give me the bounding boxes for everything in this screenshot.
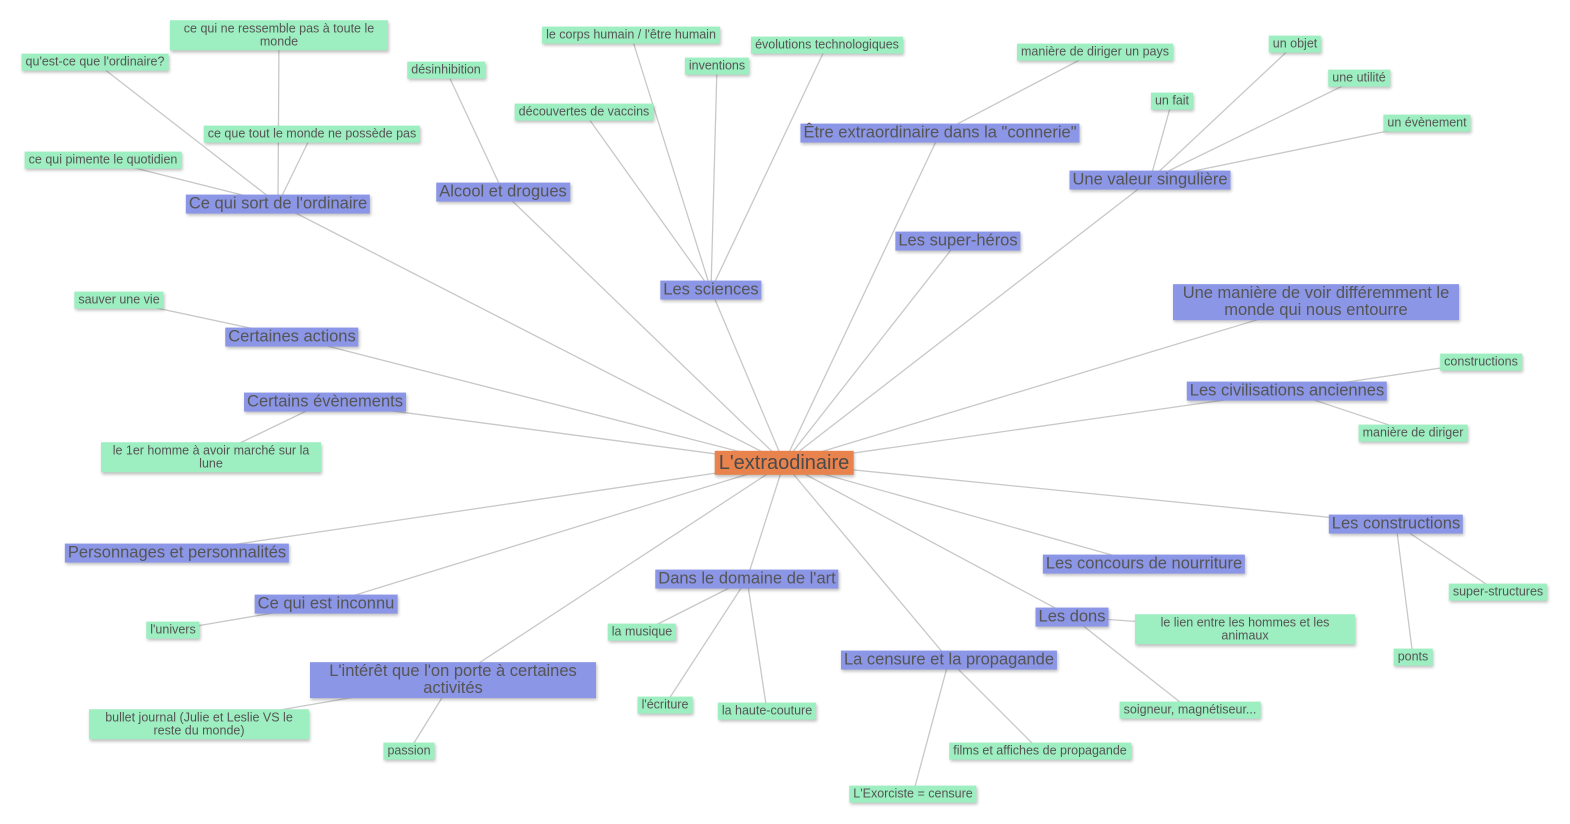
leaf-topic-la-musique[interactable]: la musique xyxy=(607,623,677,641)
edge-c-b1 xyxy=(277,203,785,464)
edge-b18-l30 xyxy=(1395,523,1414,658)
leaf-topic-films-et-affiches-de-propagande[interactable]: films et affiches de propagande xyxy=(949,742,1131,760)
leaf-topic-sauver-une-vie[interactable]: sauver une vie xyxy=(74,291,164,309)
edge-c-b9 xyxy=(324,401,785,464)
branch-topic-les-super-heros[interactable]: Les super-héros xyxy=(895,231,1021,251)
branch-topic-personnages-et-personnalites[interactable]: Personnages et personnalités xyxy=(64,543,290,563)
edge-c-b4 xyxy=(783,132,941,464)
leaf-topic-l-univers[interactable]: l'univers xyxy=(146,621,200,639)
leaf-topic-une-utilite[interactable]: une utilité xyxy=(1328,69,1390,87)
edge-b16-l28 xyxy=(1071,616,1191,711)
branch-topic-une-maniere-de-voir-differemment-le-mond[interactable]: Une manière de voir différemment le mond… xyxy=(1173,284,1459,320)
leaf-topic-ce-que-tout-le-monde-ne-possede-pas[interactable]: ce que tout le monde ne possède pas xyxy=(203,125,421,143)
leaf-topic-passion[interactable]: passion xyxy=(383,742,435,760)
edge-c-b11 xyxy=(176,462,785,554)
leaf-topic-le-lien-entre-les-hommes-et-les-animaux[interactable]: le lien entre les hommes et les animaux xyxy=(1135,614,1355,644)
edge-c-b10 xyxy=(783,390,1288,464)
leaf-topic-un-objet[interactable]: un objet xyxy=(1268,35,1322,53)
leaf-topic-maniere-de-diriger-un-pays[interactable]: manière de diriger un pays xyxy=(1017,43,1173,61)
leaf-topic-inventions[interactable]: inventions xyxy=(684,57,750,75)
leaf-topic-super-structures[interactable]: super-structures xyxy=(1448,583,1548,601)
leaf-topic-decouvertes-de-vaccins[interactable]: découvertes de vaccins xyxy=(514,103,654,121)
branch-topic-la-censure-et-la-propagande[interactable]: La censure et la propagande xyxy=(840,650,1058,670)
leaf-topic-bullet-journal-julie-et-leslie-vs-le-res[interactable]: bullet journal (Julie et Leslie VS le re… xyxy=(89,709,309,739)
leaf-topic-un-fait[interactable]: un fait xyxy=(1150,92,1194,110)
central-topic[interactable]: L'extraodinaire xyxy=(714,450,854,476)
leaf-topic-ce-qui-pimente-le-quotidien[interactable]: ce qui pimente le quotidien xyxy=(24,151,182,169)
edge-c-b3 xyxy=(710,289,785,464)
leaf-topic-maniere-de-diriger[interactable]: manière de diriger xyxy=(1358,424,1468,442)
edge-b5-l11 xyxy=(1149,100,1173,181)
edge-c-b16 xyxy=(783,462,1073,618)
edge-b5-l14 xyxy=(1149,122,1428,181)
leaf-topic-ponts[interactable]: ponts xyxy=(1393,648,1433,666)
branch-topic-les-dons[interactable]: Les dons xyxy=(1035,607,1109,627)
branch-topic-alcool-et-drogues[interactable]: Alcool et drogues xyxy=(436,182,570,202)
branch-topic-les-concours-de-nourriture[interactable]: Les concours de nourriture xyxy=(1042,554,1246,574)
branch-topic-les-sciences[interactable]: Les sciences xyxy=(660,280,762,300)
branch-topic-certains-evenements[interactable]: Certains évènements xyxy=(244,392,406,412)
edge-b2-l5 xyxy=(445,69,504,193)
leaf-topic-qu-est-ce-que-l-ordinaire[interactable]: qu'est-ce que l'ordinaire? xyxy=(21,53,169,71)
edge-c-b13 xyxy=(452,462,785,681)
edge-c-b14 xyxy=(746,462,785,580)
branch-topic-certaines-actions[interactable]: Certaines actions xyxy=(225,327,359,347)
edge-b14-l24 xyxy=(746,578,768,712)
edge-b5-l13 xyxy=(1149,77,1360,181)
edge-c-b12 xyxy=(325,462,785,605)
branch-topic-les-constructions[interactable]: Les constructions xyxy=(1328,514,1464,534)
edge-b3-l8 xyxy=(710,44,828,291)
leaf-topic-constructions[interactable]: constructions xyxy=(1440,353,1522,371)
edge-c-b15 xyxy=(783,462,950,661)
edge-b1-l2 xyxy=(94,61,279,205)
edge-b15-l26 xyxy=(912,659,950,795)
edge-b4-l10 xyxy=(939,51,1096,134)
edge-c-b8 xyxy=(291,336,785,464)
branch-topic-ce-qui-est-inconnu[interactable]: Ce qui est inconnu xyxy=(254,594,398,614)
leaf-topic-desinhibition[interactable]: désinhibition xyxy=(407,61,485,79)
edge-b18-l29 xyxy=(1395,523,1499,593)
edge-c-b17 xyxy=(783,462,1145,565)
edge-b1-l1 xyxy=(277,34,280,205)
edge-b3-l6 xyxy=(630,34,712,291)
branch-topic-l-interet-que-l-on-porte-a-certaines-act[interactable]: L'intérêt que l'on porte à certaines act… xyxy=(310,662,596,698)
edge-b15-l25 xyxy=(948,659,1041,752)
edge-c-b2 xyxy=(502,191,785,464)
edge-b5-l12 xyxy=(1149,43,1296,181)
edge-b3-l9 xyxy=(583,111,712,291)
leaf-topic-un-evenement[interactable]: un évènement xyxy=(1383,114,1471,132)
leaf-topic-ce-qui-ne-ressemble-pas-a-toute-le-monde[interactable]: ce qui ne ressemble pas à toute le monde xyxy=(170,20,388,50)
branch-topic-une-valeur-singuliere[interactable]: Une valeur singulière xyxy=(1069,170,1231,190)
edge-c-b5 xyxy=(783,179,1151,464)
branch-topic-ce-qui-sort-de-l-ordinaire[interactable]: Ce qui sort de l'ordinaire xyxy=(185,194,371,214)
branch-topic-les-civilisations-anciennes[interactable]: Les civilisations anciennes xyxy=(1186,381,1388,401)
edge-b3-l7 xyxy=(710,65,718,291)
edge-b1-l3 xyxy=(277,133,313,205)
edge-b14-l23 xyxy=(664,578,748,706)
branch-topic-etre-extraordinaire-dans-la-connerie[interactable]: Être extraordinaire dans la "connerie" xyxy=(800,123,1080,143)
edge-c-b18 xyxy=(783,462,1397,525)
leaf-topic-evolutions-technologiques[interactable]: évolutions technologiques xyxy=(751,36,903,54)
branch-topic-dans-le-domaine-de-l-art[interactable]: Dans le domaine de l'art xyxy=(655,569,839,589)
leaf-topic-soigneur-magnetiseur[interactable]: soigneur, magnétiseur... xyxy=(1119,701,1261,719)
leaf-topic-la-haute-couture[interactable]: la haute-couture xyxy=(717,702,817,720)
leaf-topic-le-corps-humain-l-etre-humain[interactable]: le corps humain / l'être humain xyxy=(542,26,720,44)
leaf-topic-l-exorciste-censure[interactable]: L'Exorciste = censure xyxy=(849,785,977,803)
leaf-topic-l-ecriture[interactable]: l'écriture xyxy=(637,696,693,714)
edge-c-b7 xyxy=(783,301,1317,464)
edge-c-b6 xyxy=(783,240,959,464)
leaf-topic-le-1er-homme-a-avoir-marche-sur-la-lune[interactable]: le 1er homme à avoir marché sur la lune xyxy=(101,442,321,472)
